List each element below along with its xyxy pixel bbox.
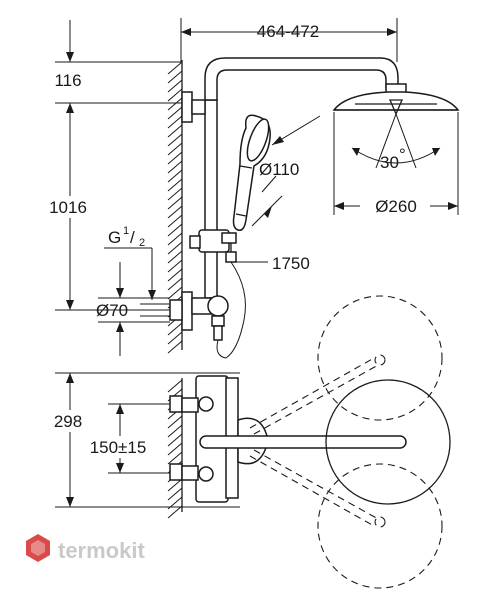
shower-column — [181, 57, 399, 299]
thread-den-label: 2 — [139, 237, 145, 249]
wall-hatch-line — [167, 88, 183, 102]
wall-hatch-line — [167, 142, 183, 156]
wall-hatch-line — [167, 151, 183, 165]
wall-hatch-line — [167, 70, 183, 84]
label-backdrop — [44, 410, 92, 432]
label-backdrop — [360, 196, 430, 216]
wall-hatch-line — [167, 331, 183, 345]
wall-hatch-line — [167, 322, 183, 336]
wall-hatch-line — [167, 169, 183, 183]
wall-hatch-line — [167, 415, 183, 429]
wall-hatch-line — [167, 505, 183, 519]
wall-hatch-line — [167, 205, 183, 219]
wall-hatch-line — [167, 196, 183, 210]
wall-hatch-line — [167, 340, 183, 354]
dim-thermo-height — [55, 372, 240, 508]
hand-shower-diameter-label: Ø110 — [259, 160, 299, 179]
dim-left-vertical — [55, 20, 182, 311]
wall-hatch-line — [167, 286, 183, 300]
wall-hatch-line — [167, 115, 183, 129]
angle-unit-label: ° — [399, 145, 406, 164]
inlet-spacing-label: 150±15 — [90, 438, 147, 457]
wall-hatch-line — [167, 424, 183, 438]
thread-num-label: 1 — [123, 225, 129, 237]
wall-hatch-line — [167, 259, 183, 273]
wall-hatch-line — [167, 187, 183, 201]
swing-range-dashed — [249, 295, 443, 589]
wall-hatch-line — [167, 487, 183, 501]
wall-hatch-line — [167, 178, 183, 192]
watermark-text: termokit — [58, 538, 145, 563]
wall-hatch-line — [167, 160, 183, 174]
mixer-side-view — [169, 291, 229, 341]
thread-slash: / — [130, 228, 135, 247]
hand-shower — [232, 114, 271, 232]
thread-prefix-label: G — [108, 228, 121, 247]
dim-top-width — [180, 18, 398, 62]
wall-hatch-line — [167, 478, 183, 492]
wall-hatch-line — [167, 433, 183, 447]
wall-hatch-line — [167, 250, 183, 264]
wall-hatch-line — [167, 442, 183, 456]
pipe-diameter-label: Ø70 — [96, 301, 128, 320]
wall-hatch-line — [167, 277, 183, 291]
wall-hatch-line — [167, 97, 183, 111]
head-diameter-label: Ø260 — [375, 197, 417, 216]
overhead-shower-head — [332, 83, 460, 116]
wall-hatch-line — [167, 379, 183, 393]
arm-top-view — [199, 379, 451, 505]
wall-hatch-line — [167, 241, 183, 255]
dim-top-width-label: 464-472 — [257, 22, 319, 41]
wall-hatch-line — [167, 133, 183, 147]
wall-hatch-line — [167, 451, 183, 465]
dim-top-offset-label: 116 — [54, 71, 81, 90]
wall-hatch-line — [167, 268, 183, 282]
wall-hatch-line — [167, 223, 183, 237]
wall-hatch-line — [167, 61, 183, 75]
wall-hatch-line — [167, 106, 183, 120]
dim-thread — [104, 247, 156, 300]
angle-label: 30 — [380, 153, 399, 172]
hose — [216, 261, 246, 359]
dim-hand-shower — [251, 115, 321, 227]
angle-indicator — [351, 113, 441, 169]
hose-length-label: 1750 — [272, 254, 310, 273]
dim-main-height-label: 1016 — [49, 198, 87, 217]
wall-hatch-line — [167, 214, 183, 228]
wall-hatch-line — [167, 232, 183, 246]
dim-pipe-diameter — [98, 262, 170, 356]
watermark-logo — [26, 534, 50, 562]
label-backdrop — [44, 196, 92, 218]
label-backdrop — [76, 436, 162, 458]
wall-hatch-line — [167, 124, 183, 138]
thermo-height-label: 298 — [54, 412, 82, 431]
wall-hatch-line — [167, 79, 183, 93]
